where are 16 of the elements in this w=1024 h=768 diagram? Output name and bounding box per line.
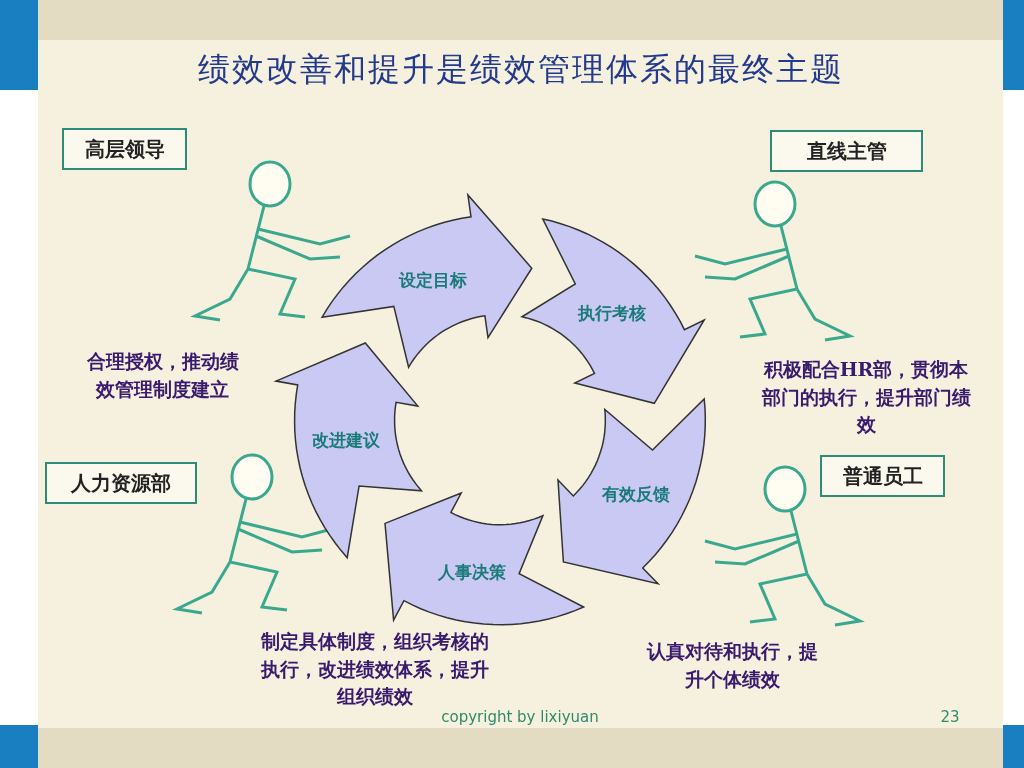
role-label-box: 直线主管 [770, 130, 923, 172]
step-label: 人事决策 [437, 560, 506, 584]
role-description: 制定具体制度，组织考核的执行，改进绩效体系，提升组织绩效 [259, 629, 490, 710]
role-label-box: 普通员工 [820, 455, 945, 497]
slide-title: 绩效改善和提升是绩效管理体系的最终主题 [196, 49, 845, 90]
role-label-box: 人力资源部 [45, 462, 197, 504]
page-number: 23 [939, 708, 961, 726]
copyright-note: copyright by lixiyuan [440, 708, 600, 726]
role-description: 认真对待和执行，提升个体绩效 [645, 639, 819, 692]
step-label: 有效反馈 [602, 482, 671, 506]
step-label: 设定目标 [399, 268, 468, 292]
role-description: 积极配合HR部，贯彻本部门的执行，提升部门绩效 [760, 357, 972, 438]
step-label: 执行考核 [578, 301, 647, 325]
role-label-box: 高层领导 [62, 128, 187, 170]
role-description: 合理授权，推动绩效管理制度建立 [85, 349, 240, 402]
step-label: 改进建议 [312, 428, 381, 452]
